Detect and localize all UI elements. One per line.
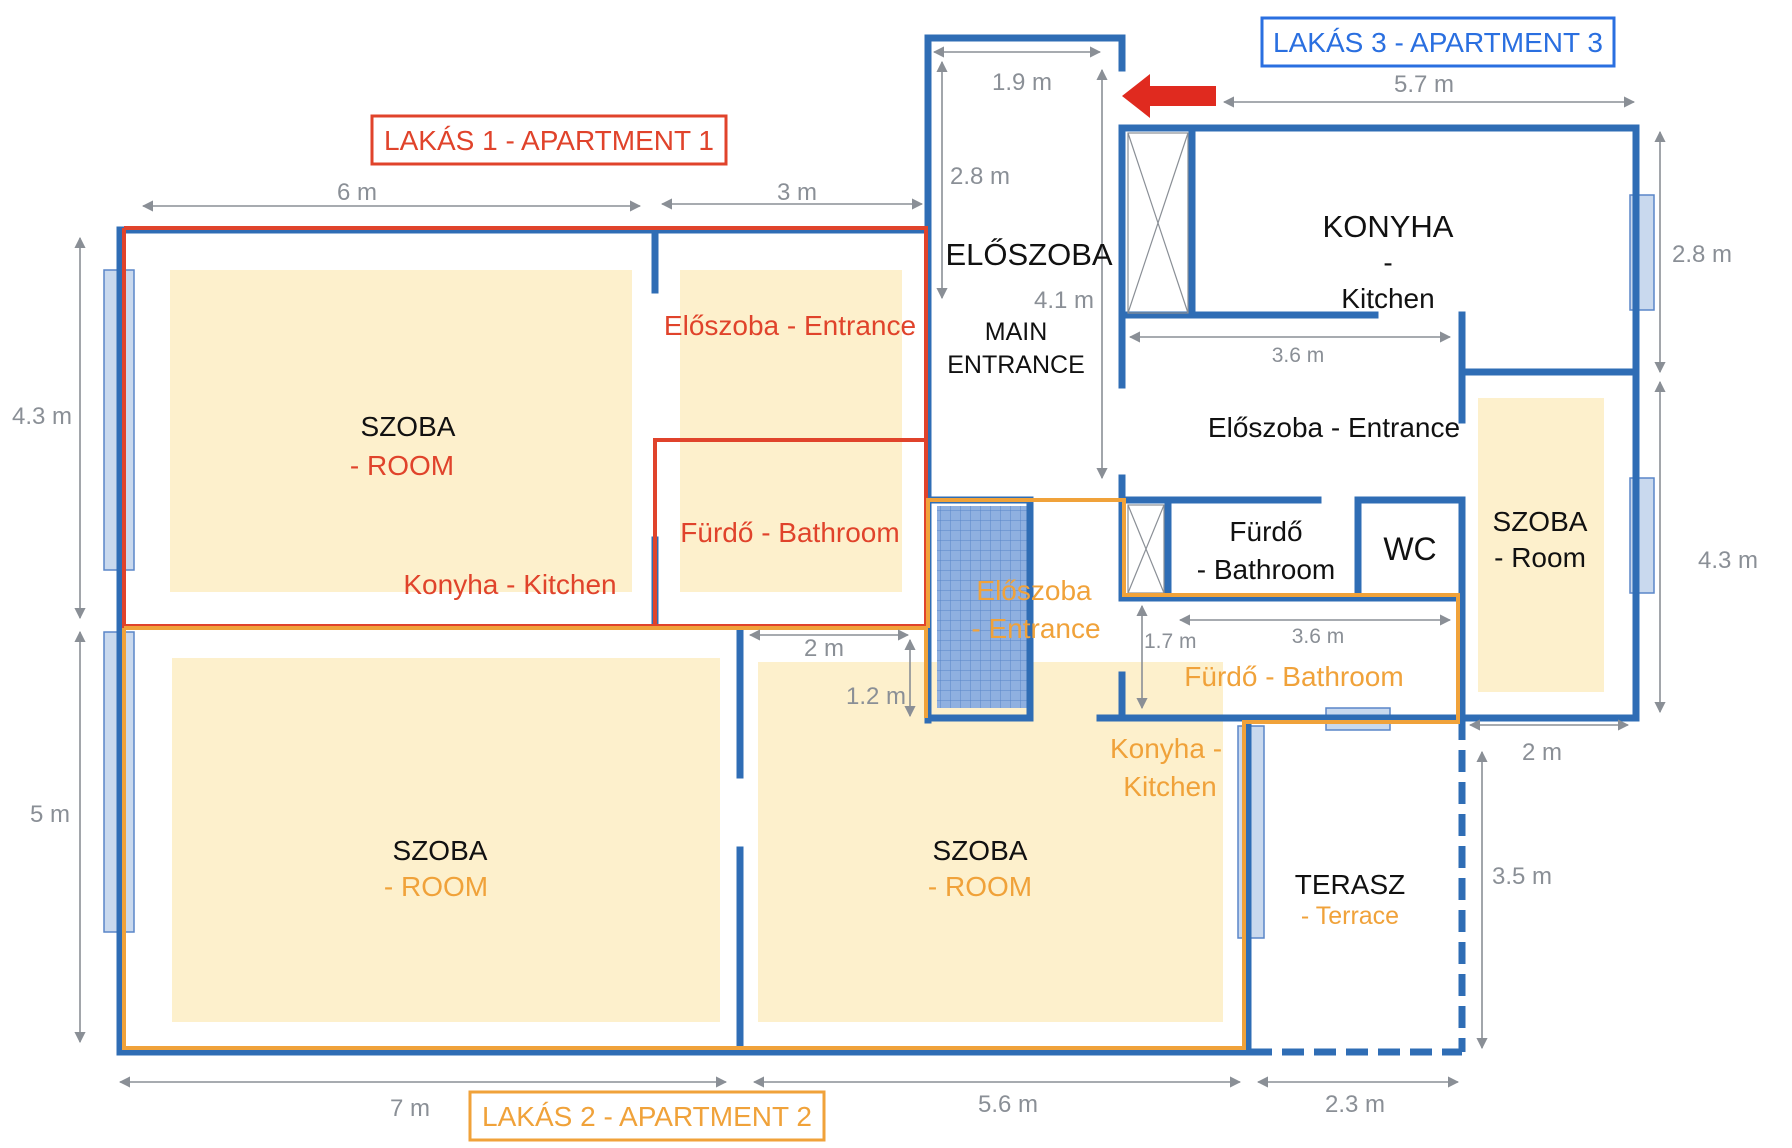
dim-label: 6 m: [337, 179, 377, 206]
dim-label: 3.6 m: [1292, 625, 1345, 648]
dim-label: 7 m: [390, 1095, 430, 1122]
windows: [103, 194, 1655, 939]
apt3-wc-label: WC: [1383, 531, 1436, 567]
apt3-title: LAKÁS 3 - APARTMENT 3: [1273, 27, 1603, 58]
apt2-terrace-sub: - Terrace: [1301, 902, 1399, 930]
apt2-entrance-label: Előszoba: [976, 575, 1092, 606]
apt2-room2-sub: - ROOM: [928, 871, 1032, 902]
apt2-room1-title: SZOBA: [393, 835, 488, 866]
apt3-kitchen-dash: -: [1383, 247, 1392, 278]
dim-label: 2.8 m: [950, 163, 1010, 190]
dim-label: 4.1 m: [1034, 287, 1094, 314]
apt2-bath-label: Fürdő - Bathroom: [1184, 661, 1403, 692]
apt1-kitchen-label: Konyha - Kitchen: [403, 569, 616, 600]
apt1-entrance-label: Előszoba - Entrance: [664, 310, 916, 341]
apt3-kitchen-sub: Kitchen: [1341, 283, 1434, 314]
apt1-room-fill: [170, 270, 632, 592]
dim-label: 2.8 m: [1672, 241, 1732, 268]
dim-label: 3 m: [777, 179, 817, 206]
apt2-title-box: [468, 1090, 826, 1142]
main-entrance-line: MAIN: [985, 318, 1048, 346]
apt2-room1-sub: - ROOM: [384, 871, 488, 902]
apt2-kitchen-label: Konyha -: [1110, 733, 1222, 764]
dim-label: 3.6 m: [1272, 344, 1325, 367]
apt2-outline: [122, 498, 1460, 1050]
apt2-terrace-title: TERASZ: [1295, 869, 1405, 900]
apt2-room1-fill: [172, 658, 720, 1022]
dim-label: 5.7 m: [1394, 71, 1454, 98]
dim-label: 1.7 m: [1144, 630, 1197, 653]
main-entrance-line: ENTRANCE: [947, 351, 1085, 379]
dimension-lines: [74, 46, 1666, 1088]
apt2-entrance-label: - Entrance: [971, 613, 1100, 644]
dim-label: 1.9 m: [992, 69, 1052, 96]
apt3-room-sub: - Room: [1494, 542, 1586, 573]
apt2-labels: SZOBA - ROOM SZOBA - ROOM Előszoba - Ent…: [384, 575, 1405, 930]
apt1-entrance-fill: [680, 270, 902, 592]
apt1-room-sub: - ROOM: [350, 450, 454, 481]
apt2-title: LAKÁS 2 - APARTMENT 2: [482, 1101, 812, 1132]
apt3-title-box: [1260, 16, 1616, 68]
apt1-room-title: SZOBA: [361, 411, 456, 442]
apt1-bath-label: Fürdő - Bathroom: [680, 517, 899, 548]
main-entrance-title: ELŐSZOBA: [945, 237, 1112, 272]
apt3-room-fill: [1478, 398, 1604, 692]
apt3-bath-label: - Bathroom: [1197, 554, 1336, 585]
apt2-room2-title: SZOBA: [933, 835, 1028, 866]
apt1-title-box: [370, 114, 728, 166]
apt2-kitchen-label: Kitchen: [1123, 771, 1216, 802]
apt3-entrance-label: Előszoba - Entrance: [1208, 412, 1460, 443]
dim-label: 2 m: [1522, 739, 1562, 766]
dim-label: 5.6 m: [978, 1091, 1038, 1118]
apt1-labels: SZOBA - ROOM Előszoba - Entrance Fürdő -…: [350, 310, 916, 600]
dim-label: 5 m: [30, 801, 70, 828]
apt3-bath-label: Fürdő: [1229, 516, 1302, 547]
dim-label: 2 m: [804, 635, 844, 662]
closet-icons: [1127, 132, 1189, 594]
closet-icon: [1127, 132, 1189, 314]
apt-title-boxes: LAKÁS 1 - APARTMENT 1 LAKÁS 2 - APARTMEN…: [370, 16, 1616, 1142]
dim-label: 4.3 m: [12, 403, 72, 430]
dim-label: 2.3 m: [1325, 1091, 1385, 1118]
apt3-labels: KONYHA - Kitchen Előszoba - Entrance Für…: [1197, 209, 1588, 585]
dim-label: 3.5 m: [1492, 863, 1552, 890]
apt3-room-title: SZOBA: [1493, 506, 1588, 537]
room-fills: [170, 270, 1604, 1022]
apt2-entrance-tiles: [937, 506, 1029, 708]
main-entrance-labels: ELŐSZOBA MAIN ENTRANCE: [945, 237, 1112, 379]
apt3-kitchen-title: KONYHA: [1323, 209, 1454, 244]
dimension-labels: 6 m 3 m 4.3 m 5 m 7 m 5.6 m 2.3 m 1.9 m …: [12, 69, 1758, 1122]
arrow-left-icon: [1122, 74, 1216, 118]
apt2-room2-fill: [758, 662, 1223, 1022]
dim-label: 1.2 m: [846, 683, 906, 710]
dim-label: 4.3 m: [1698, 547, 1758, 574]
apt1-title: LAKÁS 1 - APARTMENT 1: [384, 125, 714, 156]
